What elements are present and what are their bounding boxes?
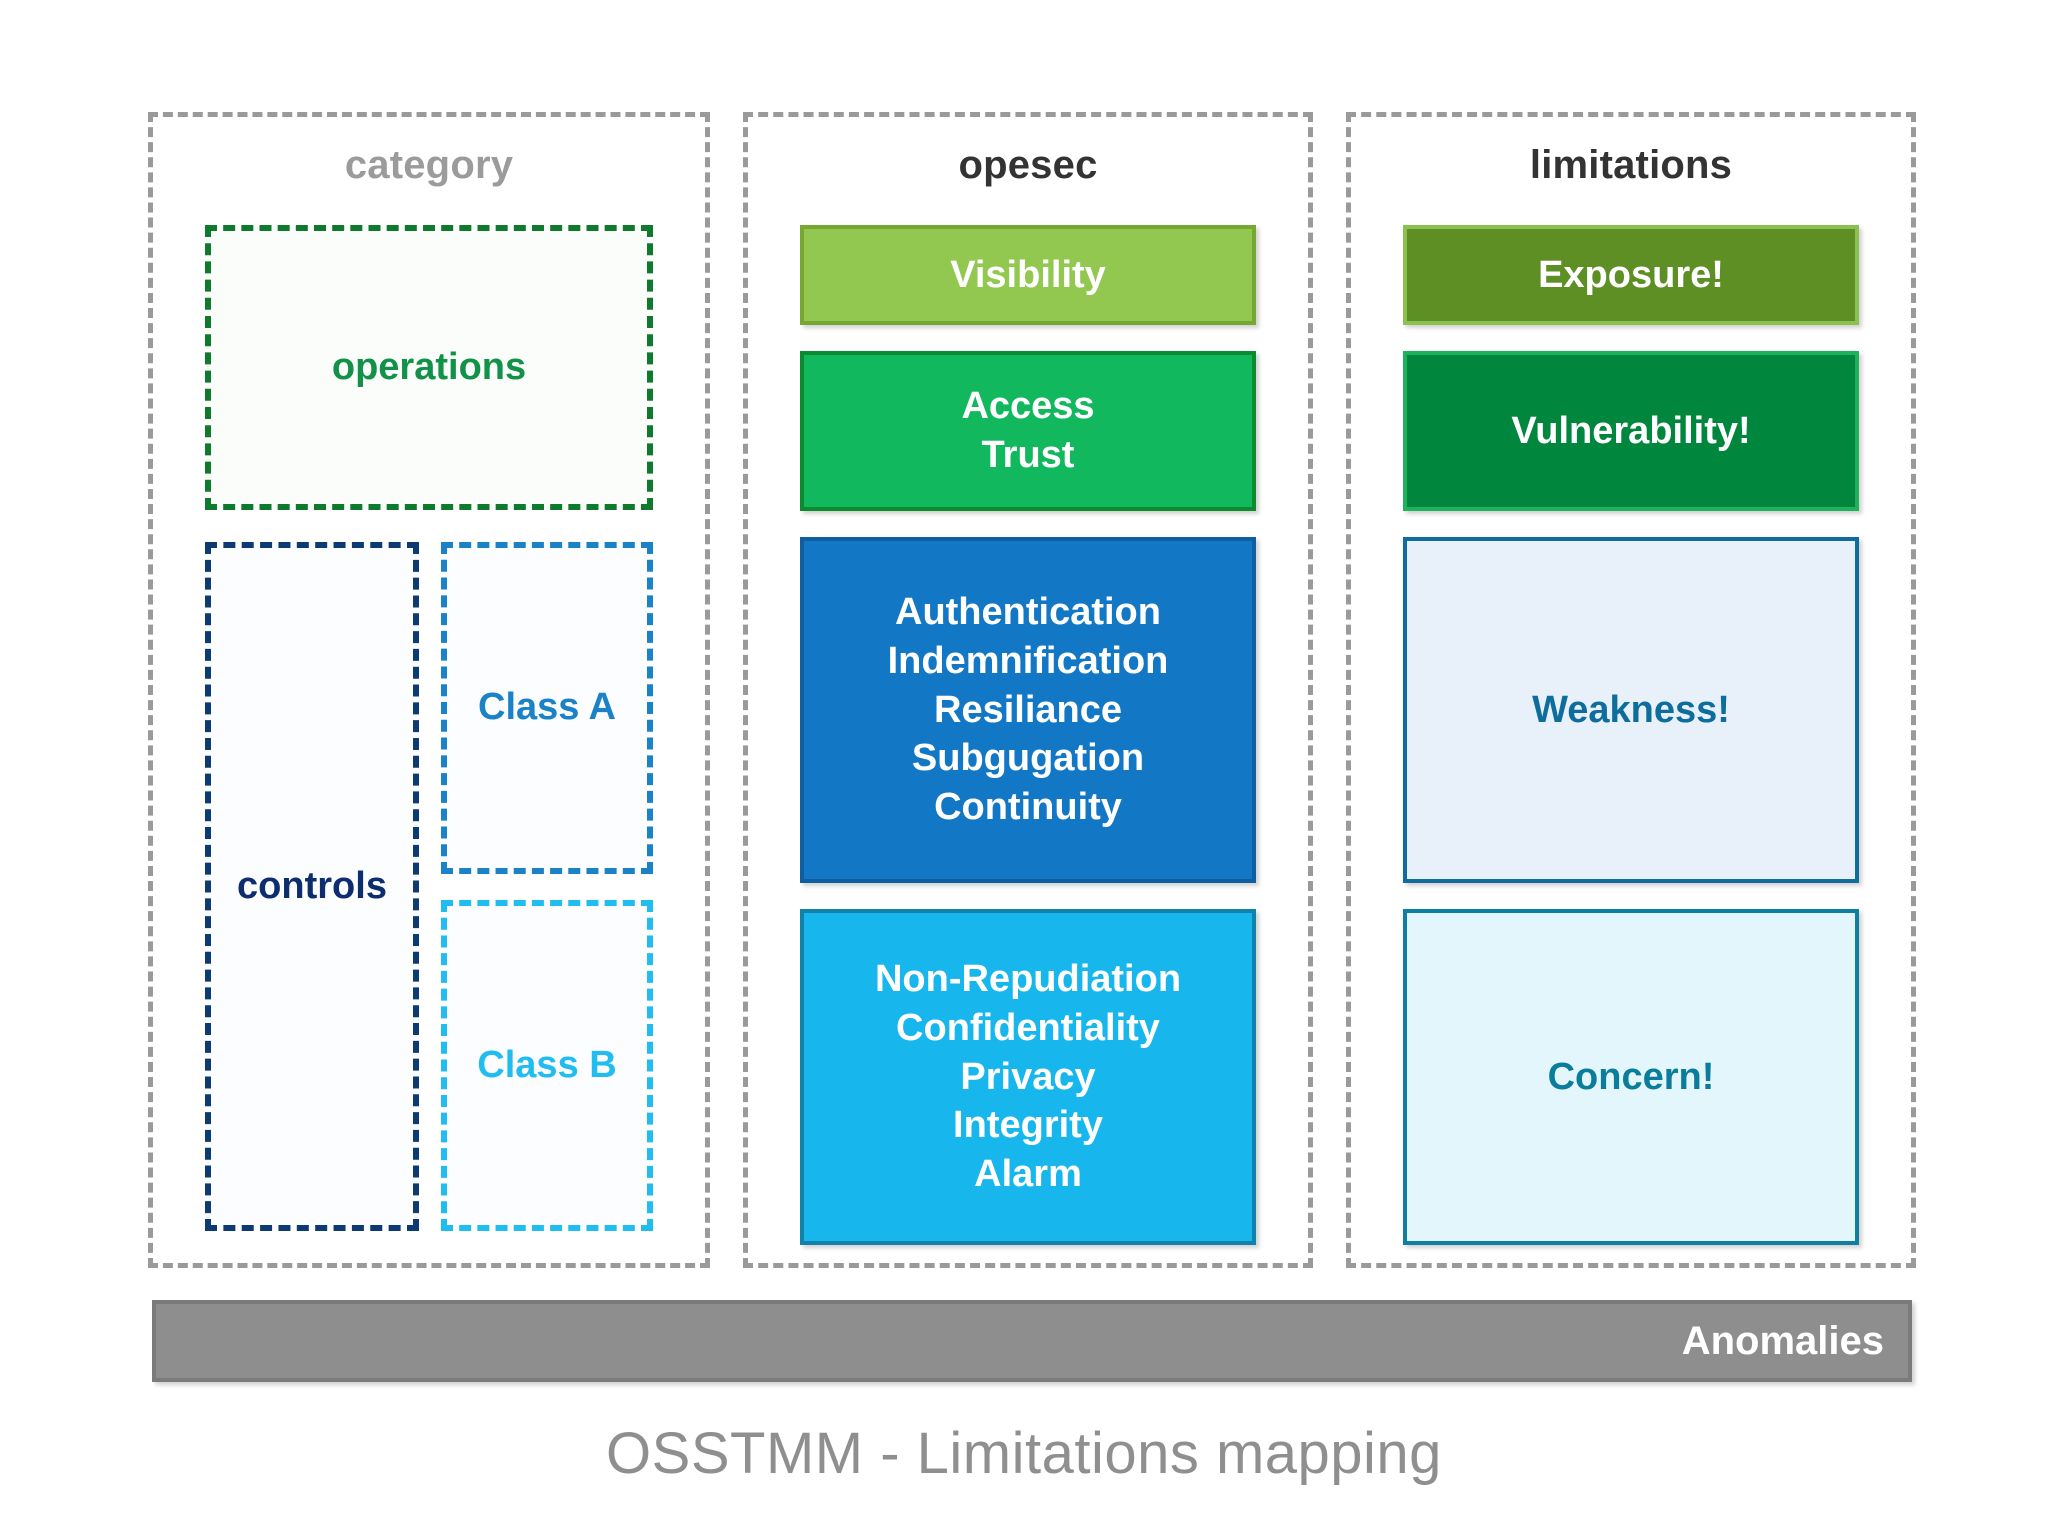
operations-label: operations (331, 346, 527, 388)
block-line: Access (961, 385, 1095, 428)
box-controls[interactable]: controls (205, 542, 419, 1231)
column-title-category: category (344, 143, 514, 187)
block-visibility[interactable]: Visibility (800, 225, 1256, 325)
block-line: Weakness! (1532, 688, 1730, 731)
column-title-limitations: limitations (1529, 143, 1733, 187)
box-operations[interactable]: operations (205, 225, 653, 510)
block-vulnerability[interactable]: Vulnerability! (1403, 351, 1859, 511)
category-body: operations controls Class A Class B (205, 225, 653, 1231)
block-line: Confidentiality (896, 1007, 1160, 1050)
block-line: Vulnerability! (1511, 409, 1751, 452)
classes-column: Class A Class B (441, 542, 653, 1231)
block-line: Exposure! (1538, 253, 1724, 296)
block-non-repudiation-group[interactable]: Non-Repudiation Confidentiality Privacy … (800, 909, 1256, 1245)
block-line: Authentication (895, 591, 1161, 634)
block-line: Subgugation (911, 737, 1145, 780)
block-line: Visibility (950, 253, 1106, 296)
box-class-b[interactable]: Class B (441, 899, 653, 1231)
class-b-label: Class B (477, 1043, 617, 1086)
block-line: Indemnification (887, 640, 1169, 683)
columns-container: category operations controls Class A Cla (148, 112, 1916, 1268)
column-title-opesec: opesec (958, 143, 1098, 187)
block-concern[interactable]: Concern! (1403, 909, 1859, 1245)
block-weakness[interactable]: Weakness! (1403, 537, 1859, 883)
block-authentication-group[interactable]: Authentication Indemnification Resilianc… (800, 537, 1256, 883)
diagram-caption: OSSTMM - Limitations mapping (606, 1421, 1442, 1486)
class-a-label: Class A (478, 686, 616, 729)
controls-label: controls (237, 865, 387, 907)
column-category: category operations controls Class A Cla (148, 112, 710, 1268)
block-line: Resiliance (934, 688, 1122, 731)
block-line: Concern! (1547, 1055, 1715, 1098)
block-line: Alarm (974, 1152, 1082, 1195)
block-line: Privacy (960, 1055, 1096, 1098)
controls-row: controls Class A Class B (205, 542, 653, 1231)
anomalies-bar[interactable]: Anomalies (152, 1300, 1912, 1382)
box-class-a[interactable]: Class A (441, 542, 653, 874)
block-line: Integrity (953, 1104, 1103, 1147)
block-line: Trust (981, 434, 1075, 476)
block-exposure[interactable]: Exposure! (1403, 225, 1859, 325)
block-line: Continuity (934, 785, 1122, 828)
column-limitations: limitations Exposure! Vulnerability! Wea… (1346, 112, 1916, 1268)
anomalies-label: Anomalies (1681, 1318, 1884, 1363)
block-line: Non-Repudiation (874, 958, 1182, 1001)
limitations-stack: Exposure! Vulnerability! Weakness! Conce… (1403, 225, 1859, 1245)
block-access-trust[interactable]: Access Trust (800, 351, 1256, 511)
column-opesec: opesec Visibility Access Trust Authentic… (743, 112, 1313, 1268)
opesec-stack: Visibility Access Trust Authentication I… (800, 225, 1256, 1245)
